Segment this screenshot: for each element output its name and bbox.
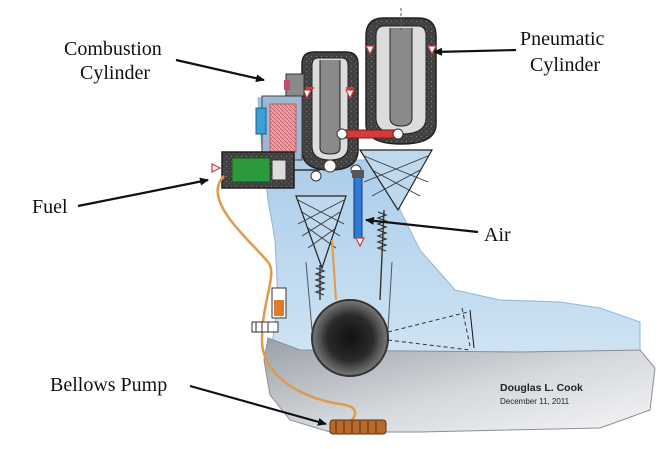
- label-air: Air: [484, 224, 511, 246]
- fuel-line: [216, 175, 357, 421]
- label-fuel: Fuel: [32, 196, 68, 218]
- fuel-check-valve: [251, 287, 287, 333]
- label-pneumatic-line2: Cylinder: [530, 54, 600, 76]
- label-bellows-pump: Bellows Pump: [50, 374, 168, 396]
- arrow-air: [365, 216, 479, 234]
- bellows-pump: [329, 419, 387, 435]
- spring-right: [376, 211, 388, 252]
- combustion-cone: [295, 195, 347, 270]
- ankle-drum: [311, 299, 389, 377]
- fuel-tank: [211, 151, 320, 189]
- air-intake: [352, 170, 365, 248]
- signature-date: December 11, 2011: [500, 397, 570, 406]
- label-combustion-line2: Cylinder: [80, 62, 150, 84]
- transfer-tube: [343, 129, 397, 139]
- arrow-combustion-cylinder: [175, 58, 265, 83]
- combustion-chamber: [255, 73, 305, 161]
- label-combustion-line1: Combustion: [64, 38, 162, 60]
- pneumatic-cylinder: [365, 8, 437, 145]
- arrow-bellows-pump: [189, 384, 327, 426]
- signature-author: Douglas L. Cook: [500, 382, 583, 394]
- combustion-cylinder: [301, 51, 359, 171]
- pneumatic-cone: [358, 149, 434, 212]
- arrow-fuel: [77, 177, 209, 208]
- arrow-pneumatic-cylinder: [433, 47, 517, 56]
- spring-left: [314, 267, 326, 296]
- label-pneumatic-line1: Pneumatic: [520, 28, 605, 50]
